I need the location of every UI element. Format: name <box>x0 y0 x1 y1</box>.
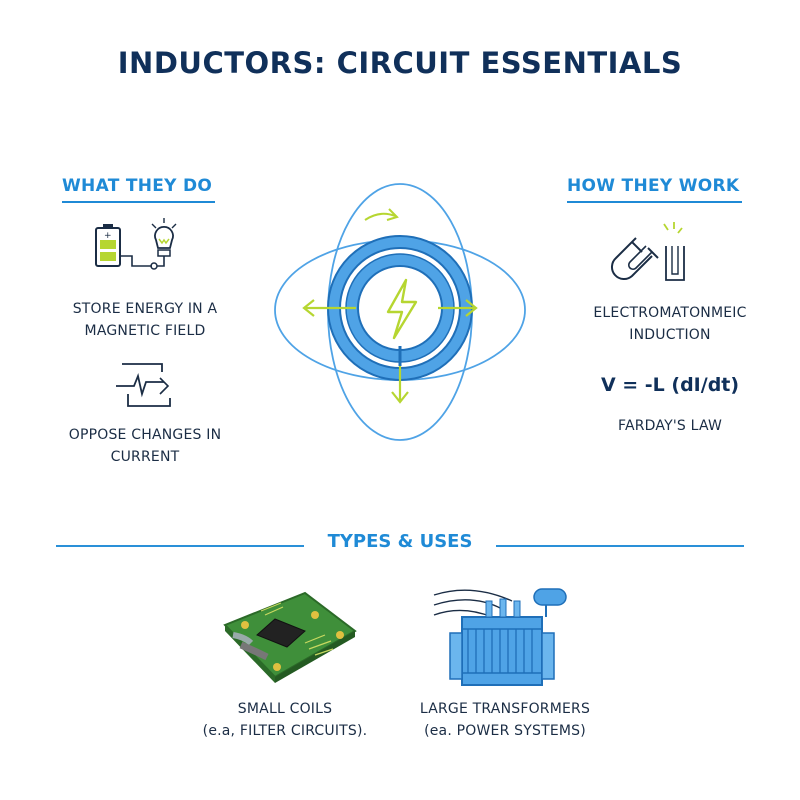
induction-line2: INDUCTION <box>629 327 711 343</box>
inductor-coil-diagram <box>274 183 526 441</box>
oppose-changes-line1: OPPOSE CHANGES IN <box>68 427 222 443</box>
small-coils-line1: SMALL COILS <box>237 701 333 717</box>
large-transformers-line1: LARGE TRANSFORMERS <box>419 701 591 717</box>
how-they-work-underline <box>567 201 742 203</box>
what-they-do-underline <box>62 201 215 203</box>
types-right-rule <box>496 545 744 547</box>
small-coils-line2: (e.a, FILTER CIRCUITS). <box>202 723 368 739</box>
circuit-board-icon <box>223 591 357 683</box>
transformer-icon <box>433 588 567 686</box>
large-transformers-line2: (ea. POWER SYSTEMS) <box>424 723 586 739</box>
store-energy-line2: MAGNETIC FIELD <box>84 323 206 339</box>
faraday-law-label: FARDAY'S LAW <box>617 418 722 434</box>
magnet-icon <box>610 222 685 281</box>
types-uses-heading: TYPES & USES <box>327 531 473 552</box>
how-they-work-heading: HOW THEY WORK <box>567 176 740 196</box>
svg-text:+: + <box>104 231 112 241</box>
inductance-formula: V = -L (dI/dt) <box>600 374 740 396</box>
types-left-rule <box>56 545 304 547</box>
battery-bulb-icon: + <box>95 218 177 270</box>
current-change-icon <box>116 363 171 407</box>
store-energy-line1: STORE ENERGY IN A <box>72 301 218 317</box>
oppose-changes-line2: CURRENT <box>110 449 180 465</box>
what-they-do-heading: WHAT THEY DO <box>62 176 213 196</box>
page-title: INDUCTORS: CIRCUIT ESSENTIALS <box>117 46 683 80</box>
induction-line1: ELECTROMATONMEIC <box>593 305 747 321</box>
